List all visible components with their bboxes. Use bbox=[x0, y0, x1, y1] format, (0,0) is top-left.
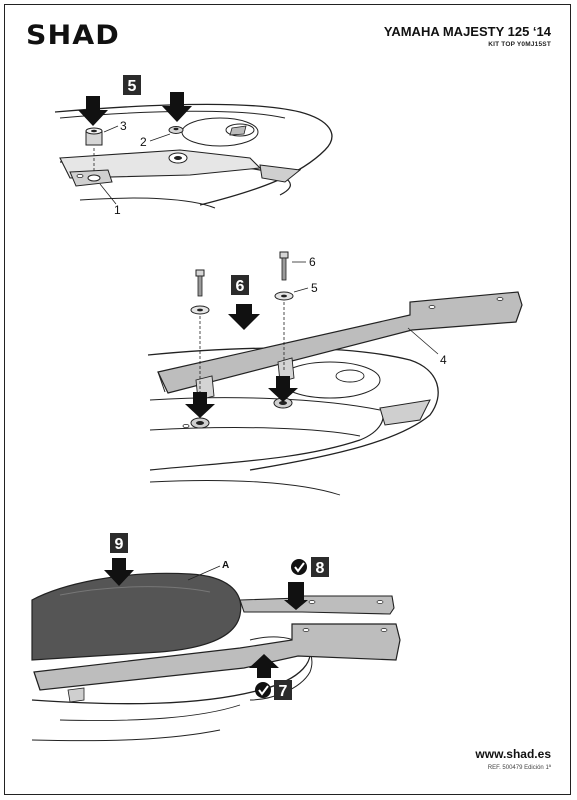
callout-6: 6 bbox=[309, 255, 316, 269]
down-arrow-icon bbox=[104, 558, 134, 586]
reference-code: REF. 500479 Edición 1ª bbox=[487, 765, 551, 771]
step-5-number: 5 bbox=[128, 78, 137, 95]
check-circle-icon bbox=[291, 559, 307, 575]
step-7-number: 7 bbox=[279, 683, 288, 700]
callout-3: 3 bbox=[120, 119, 127, 133]
step-9-number: 9 bbox=[115, 536, 124, 553]
down-arrow-icon bbox=[284, 582, 308, 610]
callout-4: 4 bbox=[440, 353, 447, 367]
step-8-number: 8 bbox=[316, 560, 325, 577]
model-title: YAMAHA MAJESTY 125 ‘14 bbox=[383, 24, 551, 39]
step-6-illustration: 6 6 5 4 bbox=[147, 251, 523, 496]
callout-a: A bbox=[222, 560, 229, 571]
step-7-8-9-illustration: 9 8 7 A bbox=[31, 533, 401, 742]
down-arrow-icon bbox=[78, 96, 108, 126]
down-arrow-icon bbox=[268, 376, 298, 402]
kit-code: KIT TOP Y0MJ15ST bbox=[488, 41, 551, 48]
callout-5: 5 bbox=[311, 281, 318, 295]
down-arrow-icon bbox=[162, 92, 192, 122]
down-arrow-icon bbox=[228, 304, 260, 330]
callout-1: 1 bbox=[114, 203, 121, 217]
brand-logo: SHAD bbox=[26, 20, 120, 51]
check-circle-icon bbox=[255, 682, 271, 698]
up-arrow-icon bbox=[249, 654, 279, 678]
down-arrow-icon bbox=[185, 392, 215, 418]
step-6-number: 6 bbox=[236, 278, 245, 295]
seat bbox=[31, 572, 242, 661]
website: www.shad.es bbox=[475, 747, 551, 761]
step-5-illustration: 5 3 2 1 bbox=[54, 75, 333, 217]
callout-2: 2 bbox=[140, 135, 147, 149]
